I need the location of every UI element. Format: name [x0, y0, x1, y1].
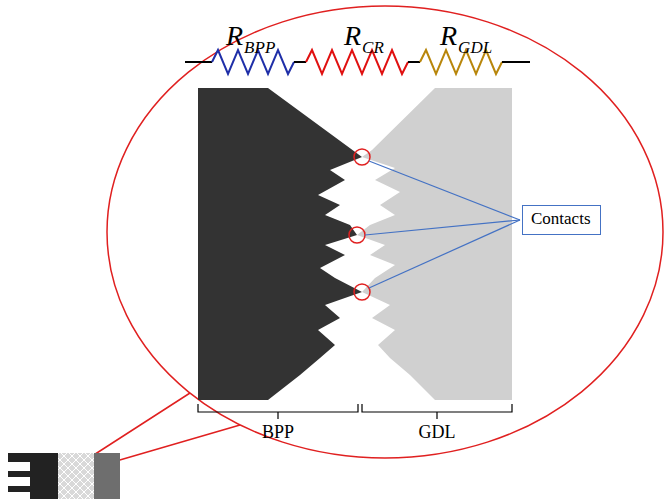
bracket — [198, 404, 512, 419]
leader-line — [365, 161, 520, 288]
resistor-symbol-label: R — [344, 22, 361, 50]
resistor-symbol-label: R — [226, 22, 243, 50]
layer-label: BPP — [262, 423, 294, 441]
resistor-subscript: GDL — [458, 39, 492, 56]
cell-sketch — [8, 453, 120, 499]
bpp-region — [198, 88, 362, 400]
gdl-region — [357, 88, 512, 400]
resistor-symbol-label: R — [440, 22, 457, 50]
resistor-subscript: CR — [362, 39, 384, 56]
contact-circle — [349, 149, 370, 300]
resistor-subscript: BPP — [244, 39, 275, 56]
layer-label: GDL — [419, 423, 456, 441]
callout-bubble — [107, 6, 663, 458]
resistor-symbol — [306, 50, 408, 74]
callout-text: Contacts — [531, 210, 592, 229]
callout-box: Contacts — [522, 205, 601, 235]
